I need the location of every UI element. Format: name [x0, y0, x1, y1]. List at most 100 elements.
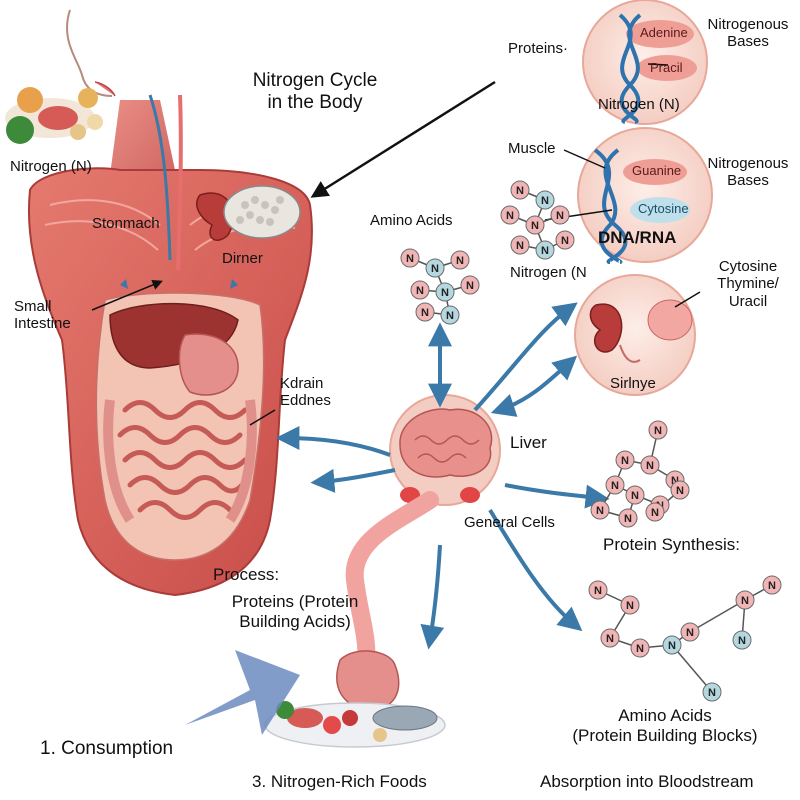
svg-text:N: N: [416, 285, 424, 297]
svg-text:N: N: [768, 580, 776, 592]
svg-text:N: N: [611, 480, 619, 492]
molecule-atom: N: [510, 180, 530, 200]
digestive-tract-lower: [336, 491, 439, 711]
label-nitrogen-rich-foods: 3. Nitrogen-Rich Foods: [252, 772, 427, 791]
svg-text:N: N: [741, 595, 749, 607]
molecule-atom: N: [400, 248, 420, 268]
label-stonmach: Stonmach: [92, 215, 160, 232]
label-protein-synthesis: Protein Synthesis:: [603, 535, 741, 554]
svg-text:N: N: [606, 633, 614, 645]
svg-text:N: N: [676, 485, 684, 497]
label-amino-acids-bottom: Amino Acids (Protein Building Blocks): [555, 706, 775, 745]
molecule-atom: N: [600, 628, 620, 648]
label-cytosine-line2: Thymine/: [717, 275, 779, 293]
label-proteins-building-line1: Proteins (Protein: [231, 592, 359, 611]
molecule-atom: N: [732, 630, 752, 650]
label-nitrogen-mid: Nitrogen (N: [510, 264, 587, 281]
molecule-atom: N: [550, 205, 570, 225]
food-illustration-top: [5, 87, 103, 144]
molecule-atom: N: [620, 595, 640, 615]
svg-text:N: N: [594, 585, 602, 597]
molecule-atom: N: [670, 480, 690, 500]
label-process: Process:: [213, 565, 280, 584]
label-cytosine-circle: Cytosine: [638, 201, 689, 216]
human-torso: [28, 9, 313, 597]
label-circle-nitrogen: Nitrogen (N): [598, 96, 680, 113]
svg-text:N: N: [596, 505, 604, 517]
label-guanine: Guanine: [632, 163, 682, 178]
circle-dna-top: [582, 0, 708, 125]
svg-text:N: N: [456, 255, 464, 267]
svg-text:N: N: [646, 460, 654, 472]
molecule-atom: N: [410, 280, 430, 300]
label-nitrogenous-bases-1-line1: Nitrogenous: [707, 16, 789, 33]
svg-text:N: N: [516, 185, 524, 197]
molecule-atom: N: [762, 575, 782, 595]
svg-text:N: N: [531, 220, 539, 232]
label-sirlnye: Sirlnye: [610, 375, 656, 392]
label-dna-rna: DNA/RNA: [598, 228, 677, 247]
label-nitrogenous-bases-2-line1: Nitrogenous: [707, 155, 789, 172]
svg-text:N: N: [431, 263, 439, 275]
svg-text:N: N: [516, 240, 524, 252]
molecule-atom: N: [590, 500, 610, 520]
svg-text:N: N: [624, 513, 632, 525]
label-proteins-building: Proteins (Protein Building Acids): [205, 592, 385, 631]
molecule-atom: N: [735, 590, 755, 610]
label-small-intestine-line1: Small: [14, 298, 52, 315]
circle-dna-bottom: [577, 127, 713, 264]
molecule-atom: N: [440, 305, 460, 325]
molecule-atom: N: [648, 420, 668, 440]
label-amino-acids-bottom-line1: Amino Acids: [618, 706, 712, 725]
diagram-title: Nitrogen Cycle in the Body: [230, 70, 400, 114]
svg-text:N: N: [541, 195, 549, 207]
svg-text:N: N: [441, 287, 449, 299]
molecule-atom: N: [615, 450, 635, 470]
svg-text:N: N: [651, 507, 659, 519]
label-nitrogen-left: Nitrogen (N): [10, 158, 92, 175]
label-pracil: Pracil: [650, 60, 683, 75]
molecule-atom: N: [510, 235, 530, 255]
svg-text:N: N: [738, 635, 746, 647]
molecule-atom: N: [555, 230, 575, 250]
molecule-atom: N: [535, 240, 555, 260]
label-small-intestine-line2: Intestine: [14, 315, 71, 333]
label-proteins-top: Proteins·: [508, 40, 569, 57]
svg-text:N: N: [668, 640, 676, 652]
molecule-atom: N: [588, 580, 608, 600]
label-general-cells: General Cells: [464, 514, 555, 531]
label-adenine: Adenine: [640, 25, 688, 40]
svg-text:N: N: [466, 280, 474, 292]
flow-arrows: [275, 302, 610, 650]
label-kdrain-line1: Kdrain: [280, 375, 324, 392]
label-amino-acids-top: Amino Acids: [370, 212, 453, 229]
svg-text:N: N: [421, 307, 429, 319]
label-cytosine-line1: Cytosine: [718, 258, 778, 275]
molecule-atom: N: [645, 502, 665, 522]
label-liver: Liver: [510, 433, 547, 452]
svg-text:N: N: [671, 475, 679, 487]
svg-text:N: N: [631, 490, 639, 502]
molecule-atom: N: [702, 682, 722, 702]
label-cytosine-line3: Uracil: [728, 292, 768, 310]
svg-text:N: N: [506, 210, 514, 222]
label-kdrain-line2: Eddnes: [280, 392, 331, 410]
molecule-atom: N: [640, 455, 660, 475]
svg-text:N: N: [561, 235, 569, 247]
svg-text:N: N: [541, 245, 549, 257]
molecule-atom: N: [460, 275, 480, 295]
label-consumption: 1. Consumption: [40, 738, 174, 759]
process-arrow: [185, 650, 300, 735]
label-kdrain: Kdrain Eddnes: [280, 375, 331, 410]
molecule-atom: N: [425, 258, 445, 278]
molecule-atom: N: [450, 250, 470, 270]
label-small-intestine: Small Intestine: [14, 298, 71, 333]
label-dirner: Dirner: [222, 250, 263, 267]
label-nitrogenous-bases-1: Nitrogenous Bases: [698, 16, 798, 51]
molecule-atom: N: [680, 622, 700, 642]
label-amino-acids-bottom-line2: (Protein Building Blocks): [572, 725, 758, 745]
